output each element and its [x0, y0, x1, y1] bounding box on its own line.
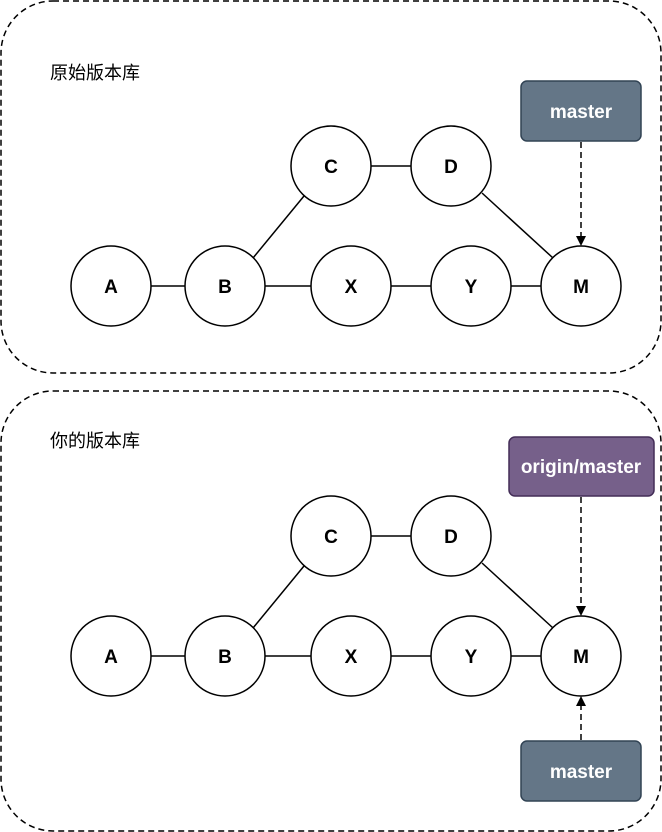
commit-label: X [345, 647, 358, 668]
commit-label: A [104, 277, 118, 298]
ref-master[interactable]: master [520, 740, 642, 802]
panel-original-border [0, 0, 662, 374]
ref-label: origin/master [521, 457, 642, 478]
edge-b-c [252, 565, 305, 629]
commit-edges [151, 165, 554, 287]
panel-your-title: 你的版本库 [50, 431, 140, 452]
ref-master[interactable]: master [520, 80, 642, 142]
panel-original-repo: 原始版本库 A B X Y M [0, 0, 662, 374]
commit-node-c[interactable]: C [290, 495, 372, 577]
edge-b-c [252, 195, 305, 259]
commit-node-y[interactable]: Y [430, 245, 512, 327]
commit-label: Y [465, 277, 478, 298]
ref-label: master [550, 762, 613, 783]
commit-label: M [573, 277, 589, 298]
commit-node-d[interactable]: D [410, 495, 492, 577]
commit-label: B [218, 647, 232, 668]
commit-node-b[interactable]: B [184, 245, 266, 327]
commit-label: Y [465, 647, 478, 668]
commit-label: C [324, 527, 338, 548]
commit-label: D [444, 157, 458, 178]
panel-your-border [0, 390, 662, 832]
commit-edges [151, 535, 554, 657]
commit-node-y[interactable]: Y [430, 615, 512, 697]
commit-label: B [218, 277, 232, 298]
commit-node-x[interactable]: X [310, 245, 392, 327]
commit-node-a[interactable]: A [70, 245, 152, 327]
ref-origin-master[interactable]: origin/master [508, 436, 655, 497]
commit-label: A [104, 647, 118, 668]
commit-node-a[interactable]: A [70, 615, 152, 697]
commit-label: X [345, 277, 358, 298]
edge-d-m [481, 192, 554, 259]
edge-d-m [481, 562, 554, 629]
commit-node-m[interactable]: M [540, 245, 622, 327]
commit-label: C [324, 157, 338, 178]
ref-label: master [550, 102, 613, 123]
commit-label: M [573, 647, 589, 668]
commit-node-m[interactable]: M [540, 615, 622, 697]
commit-node-b[interactable]: B [184, 615, 266, 697]
commit-label: D [444, 527, 458, 548]
commit-node-d[interactable]: D [410, 125, 492, 207]
commit-node-c[interactable]: C [290, 125, 372, 207]
panel-your-repo: 你的版本库 A B X Y M [0, 390, 662, 832]
commit-node-x[interactable]: X [310, 615, 392, 697]
panel-original-title: 原始版本库 [50, 63, 140, 84]
